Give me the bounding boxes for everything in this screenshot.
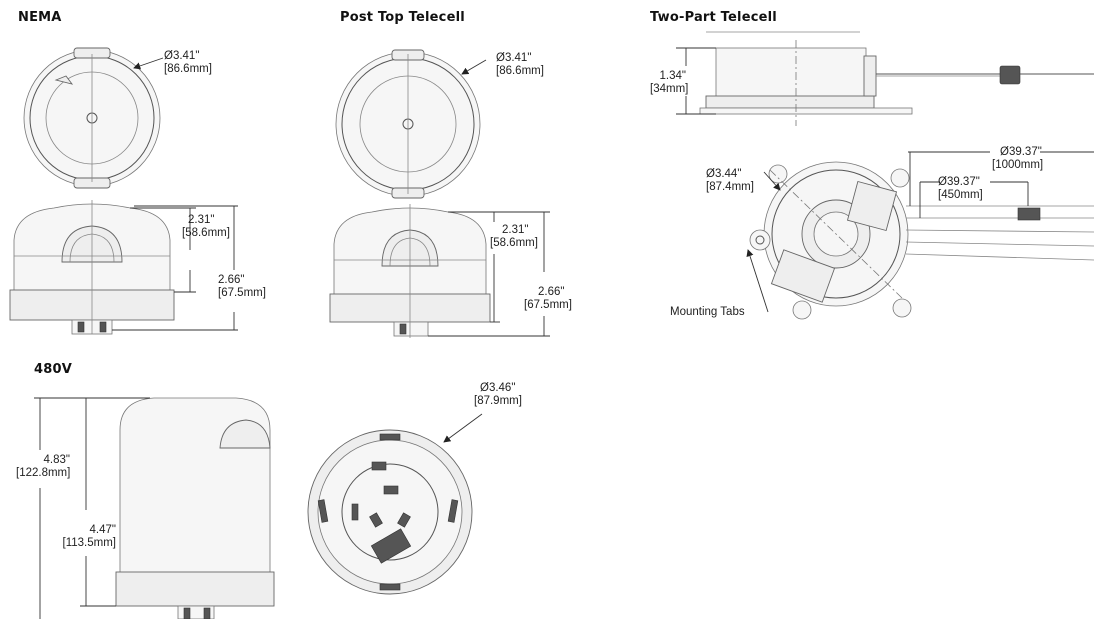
post-top-height-total-label: 2.66" [67.5mm]: [524, 286, 572, 312]
two-part-side-view: [676, 31, 1094, 126]
post-top-title: Post Top Telecell: [340, 10, 465, 25]
v480-diameter-inch: Ø3.46": [480, 382, 516, 394]
two-part-cable-long-label: Ø39.37" [1000mm]: [992, 146, 1043, 172]
post-top-height-upper-inch: 2.31": [502, 224, 529, 236]
two-part-cable-long-mm: [1000mm]: [992, 159, 1044, 171]
two-part-title: Two-Part Telecell: [650, 10, 777, 25]
v480-height-body-mm: [113.5mm]: [62, 537, 116, 549]
two-part-top-view: [749, 151, 1094, 320]
nema-diameter-mm: [86.6mm]: [164, 63, 212, 75]
two-part-cable-long-inch: Ø39.37": [1000, 146, 1042, 158]
v480-height-total-mm: [122.8mm]: [16, 467, 71, 479]
post-top-height-upper-label: 2.31" [58.6mm]: [490, 224, 538, 250]
two-part-diameter-leader: [763, 171, 781, 191]
nema-diameter-label: Ø3.41" [86.6mm]: [164, 50, 212, 76]
post-top-diameter-leader: [461, 59, 487, 75]
nema-diameter-leader: [133, 57, 164, 70]
v480-diameter-mm: [87.9mm]: [474, 395, 522, 407]
two-part-diameter-label: Ø3.44" [87.4mm]: [706, 168, 754, 194]
nema-height-total-mm: [67.5mm]: [218, 287, 266, 299]
nema-top-view: [23, 47, 161, 189]
post-top-side-view: [329, 204, 550, 338]
nema-height-total-label: 2.66" [67.5mm]: [218, 274, 266, 300]
two-part-diameter-inch: Ø3.44": [706, 168, 742, 180]
post-top-height-total-mm: [67.5mm]: [524, 299, 572, 311]
post-top-diameter-mm: [86.6mm]: [496, 65, 544, 77]
v480-height-body-label: 4.47" [113.5mm]: [50, 524, 116, 550]
post-top-height-total-inch: 2.66": [538, 286, 565, 298]
nema-height-upper-inch: 2.31": [188, 214, 215, 226]
mounting-tabs-label: Mounting Tabs: [670, 306, 745, 318]
v480-height-body-inch: 4.47": [89, 524, 116, 536]
v480-diameter-leader: [443, 413, 483, 443]
v480-height-total-inch: 4.83": [43, 454, 70, 466]
post-top-height-upper-mm: [58.6mm]: [490, 237, 538, 249]
post-top-diameter-label: Ø3.41" [86.6mm]: [496, 52, 544, 78]
v480-top-view: [307, 429, 473, 595]
mounting-tabs-leader: [746, 249, 769, 313]
post-top-top-view: [335, 49, 481, 199]
two-part-height-label: 1.34" [34mm]: [650, 70, 689, 96]
two-part-cable-short-inch: Ø39.37": [938, 176, 980, 188]
v480-height-total-label: 4.83" [122.8mm]: [16, 454, 70, 480]
nema-side-view: [9, 200, 238, 335]
two-part-height-inch: 1.34": [659, 70, 686, 82]
v480-diameter-label: Ø3.46" [87.9mm]: [474, 382, 522, 408]
two-part-cable-short-label: Ø39.37" [450mm]: [938, 176, 983, 202]
nema-height-upper-label: 2.31" [58.6mm]: [182, 214, 230, 240]
post-top-diameter-inch: Ø3.41": [496, 52, 532, 64]
nema-height-upper-mm: [58.6mm]: [182, 227, 230, 239]
nema-height-total-inch: 2.66": [218, 274, 245, 286]
v480-title: 480V: [34, 362, 72, 377]
nema-diameter-inch: Ø3.41": [164, 50, 200, 62]
two-part-diameter-mm: [87.4mm]: [706, 181, 754, 193]
v480-side-view: [34, 397, 275, 619]
nema-title: NEMA: [18, 10, 62, 25]
two-part-height-mm: [34mm]: [650, 83, 689, 95]
two-part-cable-short-mm: [450mm]: [938, 189, 983, 201]
